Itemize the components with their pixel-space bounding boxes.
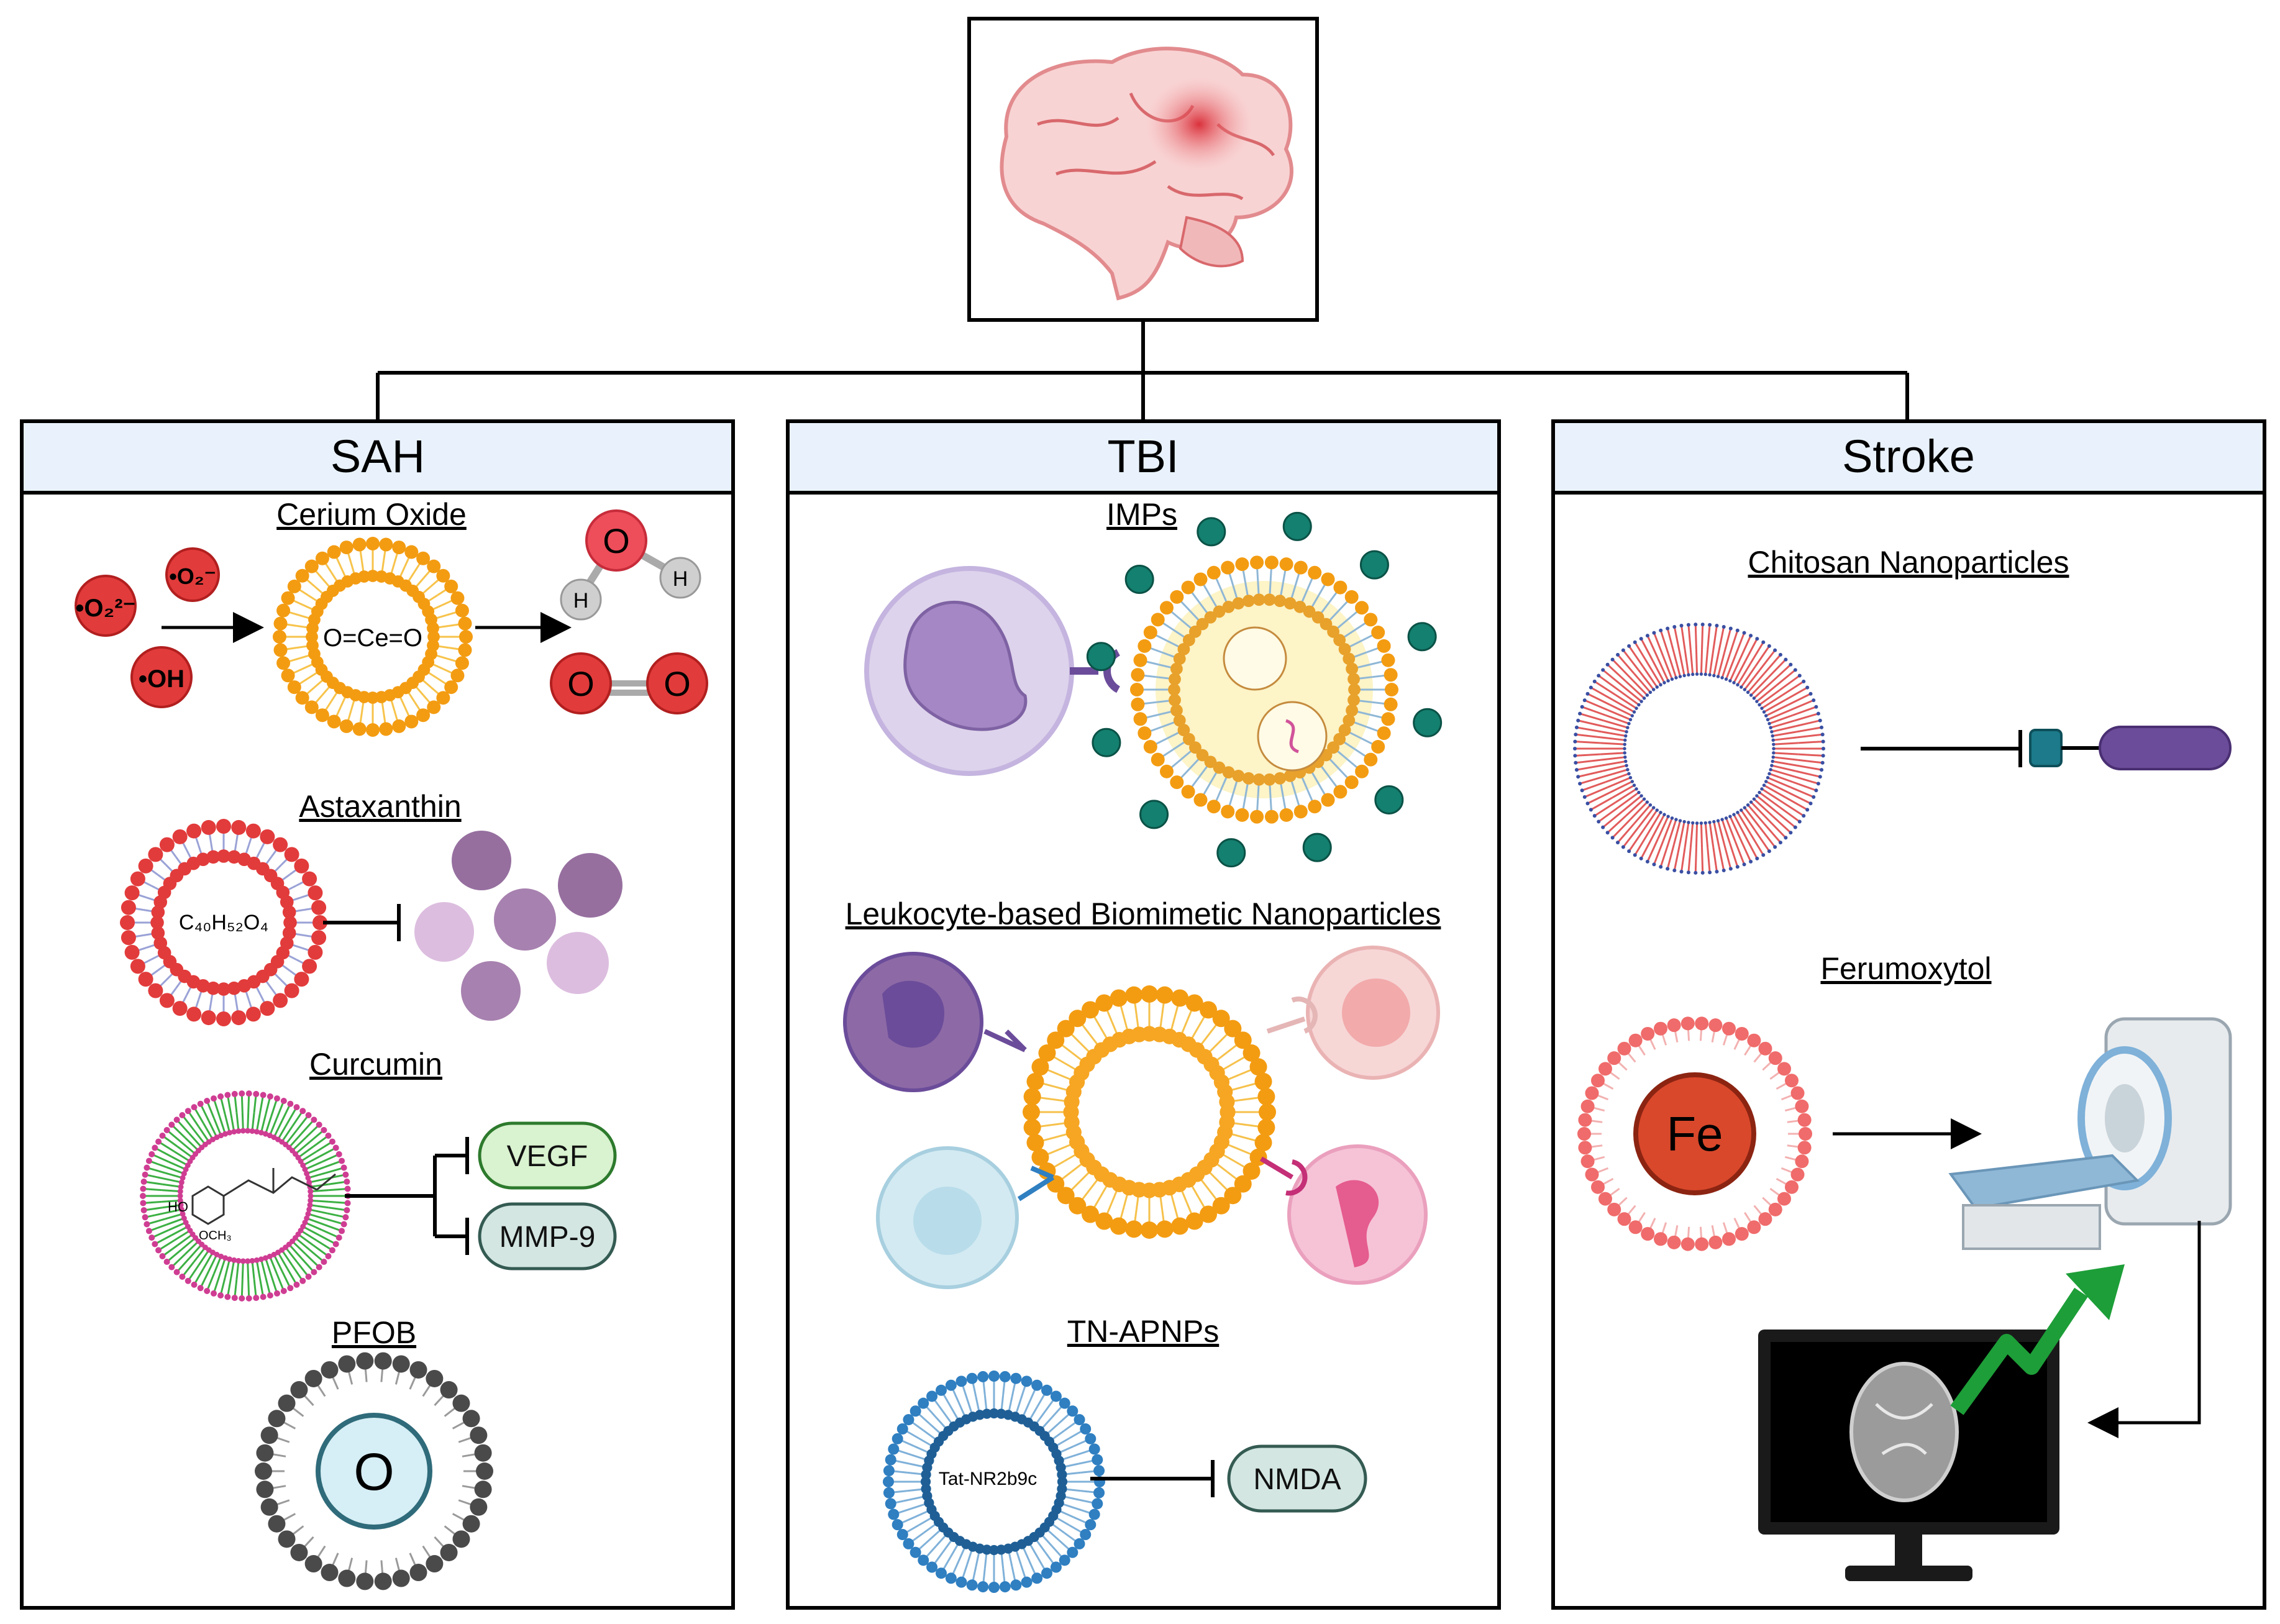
section-title-cerium-oxide: Cerium Oxide: [276, 497, 467, 532]
svg-text:•OH: •OH: [139, 665, 185, 693]
section-title-leukocyte-biomimetic: Leukocyte-based Biomimetic Nanoparticles: [846, 896, 1441, 931]
oxygen-molecule-icon: O O: [550, 652, 708, 714]
brain-scan-icon: [1849, 1362, 1959, 1502]
section-title-astaxanthin: Astaxanthin: [299, 789, 461, 824]
radical-icon-hydroxyl: •OH: [130, 646, 193, 708]
svg-text:NMDA: NMDA: [1253, 1463, 1341, 1496]
leukocyte-cell-icon: [864, 566, 1074, 776]
radical-icon-superoxide: •O₂⁻: [165, 547, 220, 602]
svg-text:H: H: [673, 567, 688, 591]
receptor-set-icon: [983, 997, 1318, 1202]
cerium-nanoparticle-icon: [273, 537, 473, 737]
svg-text:MMP-9: MMP-9: [499, 1221, 596, 1254]
brain-box: [967, 17, 1319, 322]
section-title-chitosan: Chitosan Nanoparticles: [1748, 545, 2069, 580]
section-title-tn-apnps: TN-APNPs: [1067, 1314, 1219, 1349]
radical-icon-superoxide-2: •O₂²⁻: [75, 575, 137, 637]
neutrophil-cell-icon: [843, 952, 983, 1092]
inhibition-line-astaxanthin: [323, 904, 401, 941]
curcumin-molecule-icon: HO OCH₃: [168, 1168, 336, 1243]
nmda-target-pill: NMDA: [1227, 1444, 1367, 1513]
svg-text:HO: HO: [168, 1199, 188, 1215]
target-receptor-icon: [2029, 726, 2232, 770]
panel-title-tbi: TBI: [1107, 431, 1179, 482]
svg-text:H: H: [573, 589, 589, 613]
svg-text:•O₂²⁻: •O₂²⁻: [75, 595, 135, 622]
panel-tbi: TBI IMPs Leukocyte-based Biomimetic Nano…: [786, 419, 1501, 1610]
leukocyte-nanoparticle-icon: [1023, 985, 1276, 1239]
section-title-imps: IMPs: [1106, 497, 1177, 532]
pfob-core-icon: O: [316, 1413, 432, 1530]
astaxanthin-nanoparticle-icon: [120, 819, 327, 1026]
brain-icon: [1000, 47, 1293, 301]
microglia-cluster-icon: [414, 831, 622, 1021]
inhibition-line-chitosan: [1861, 730, 2022, 767]
water-molecule-icon: O H H: [560, 509, 701, 621]
cerium-core-label: O=Ce=O: [323, 624, 422, 652]
macrophage-cell-icon: [876, 1146, 1019, 1289]
chitosan-nanoparticle-icon: [1573, 623, 1825, 875]
panel-sah: SAH Cerium Oxide •O₂²⁻ •O₂⁻ •OH O=Ce=O O…: [20, 419, 735, 1610]
mmp9-target-pill: MMP-9: [478, 1202, 617, 1270]
eosinophil-cell-icon: [1287, 1144, 1428, 1285]
dendritic-cell-icon: [1306, 946, 1440, 1080]
svg-text:•O₂⁻: •O₂⁻: [169, 563, 216, 589]
section-title-pfob: PFOB: [332, 1315, 416, 1350]
svg-text:O: O: [353, 1443, 394, 1501]
svg-text:Fe: Fe: [1666, 1106, 1723, 1161]
tree-connectors: [376, 320, 1909, 421]
svg-text:O: O: [567, 664, 595, 703]
imp-core-icon: [1223, 626, 1328, 772]
trend-up-arrow-icon: [1950, 1264, 2125, 1415]
mri-scanner-icon: [1948, 1017, 2232, 1250]
tn-apnp-core-label: Tat-NR2b9c: [939, 1469, 1037, 1489]
panel-title-stroke: Stroke: [1842, 431, 1975, 482]
arrow-mri-to-monitor: [2087, 1221, 2201, 1438]
fe-core-icon: Fe: [1633, 1072, 1756, 1195]
tn-apnp-nanoparticle-icon: [883, 1371, 1105, 1593]
inhibition-line-tn-apnps: [1090, 1460, 1215, 1497]
panel-stroke: Stroke Chitosan Nanoparticles Ferumoxyto…: [1551, 419, 2266, 1610]
section-title-ferumoxytol: Ferumoxytol: [1820, 951, 1991, 986]
branch-connector-curcumin: [345, 1137, 469, 1255]
vegf-target-pill: VEGF: [478, 1121, 617, 1190]
svg-text:O: O: [603, 521, 630, 560]
svg-text:O: O: [663, 664, 691, 703]
section-title-curcumin: Curcumin: [309, 1047, 442, 1082]
svg-text:VEGF: VEGF: [507, 1140, 588, 1173]
panel-title-sah: SAH: [331, 431, 425, 482]
curcumin-nanoparticle-icon: [140, 1090, 351, 1302]
svg-text:OCH₃: OCH₃: [199, 1229, 232, 1243]
astaxanthin-core-label: C₄₀H₅₂O₄: [179, 911, 268, 934]
